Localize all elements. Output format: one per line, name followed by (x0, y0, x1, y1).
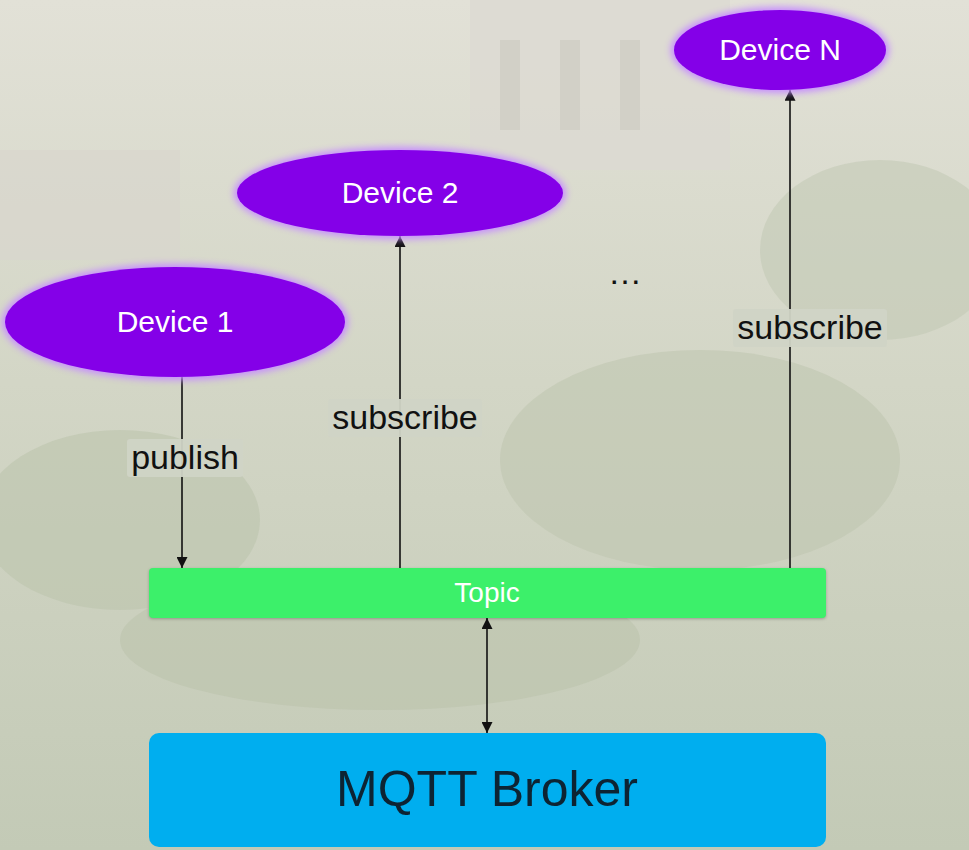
node-text: Device 2 (342, 176, 459, 211)
device-ellipse: Device 1 (5, 267, 345, 377)
device-ellipse: Device 2 (237, 150, 563, 236)
edge-label: subscribe (733, 309, 887, 346)
node-text: Device 1 (117, 305, 234, 340)
device-ellipse: Device N (674, 10, 887, 90)
connector-arrow (486, 618, 488, 733)
topic-bar: Topic (149, 568, 826, 618)
node-text: Topic (454, 577, 519, 609)
ellipsis-label: … (608, 255, 642, 289)
broker-box: MQTT Broker (149, 733, 826, 847)
node-text: MQTT Broker (336, 761, 638, 819)
node-text: Device N (719, 33, 841, 68)
edge-label: subscribe (328, 399, 482, 436)
edge-label: publish (127, 439, 243, 476)
